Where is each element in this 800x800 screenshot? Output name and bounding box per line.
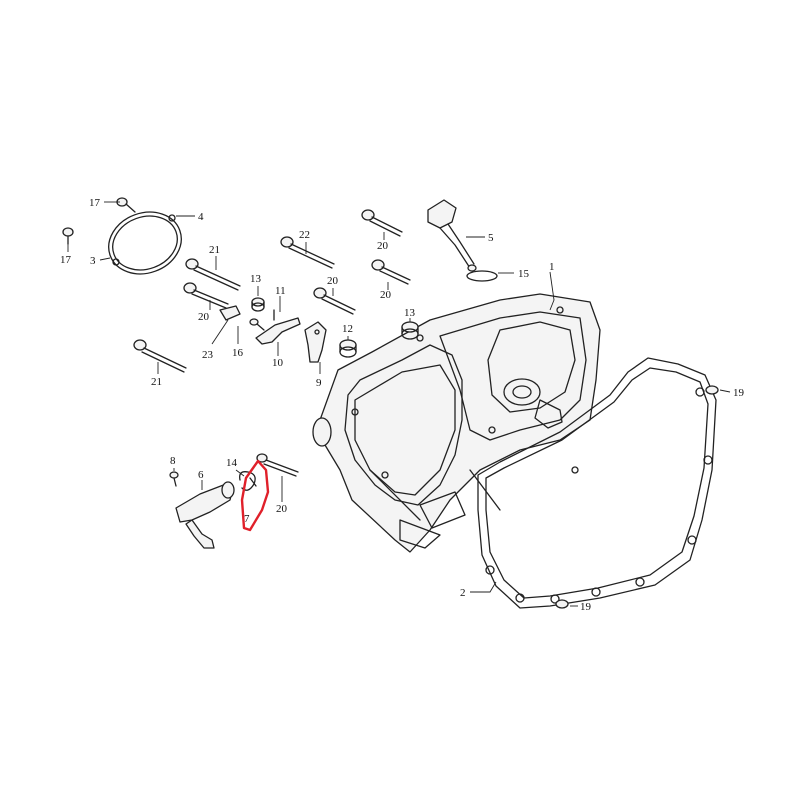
crankcase-cover <box>312 293 601 553</box>
bolt-20-c <box>313 287 356 315</box>
label-5: 5 <box>488 232 494 244</box>
label-3: 3 <box>90 255 96 267</box>
label-9: 9 <box>316 377 322 389</box>
screw-17-lower <box>62 227 74 245</box>
label-13-small: 13 <box>250 273 262 285</box>
bolt-20-d <box>183 282 229 309</box>
label-2: 2 <box>460 587 466 599</box>
label-23: 23 <box>202 349 214 361</box>
label-21-lower: 21 <box>151 376 162 388</box>
bolt-21-upper <box>185 258 241 291</box>
shift-arm-6 <box>175 481 235 549</box>
label-12: 12 <box>342 323 353 335</box>
dowel-19-bottom <box>555 599 569 609</box>
callout-labels: 17 4 3 17 21 22 20 5 15 1 20 20 13 11 13… <box>60 197 745 613</box>
bolt-20-e <box>256 453 299 477</box>
spring-14 <box>239 471 257 491</box>
pin-16 <box>249 318 265 331</box>
dowel-19-right <box>705 385 719 395</box>
label-20-c: 20 <box>327 275 339 287</box>
highlight-outline <box>240 459 270 532</box>
lever-10 <box>255 309 301 345</box>
o-ring <box>466 270 498 282</box>
bushing-13-small <box>251 297 265 312</box>
label-17-lower: 17 <box>60 254 72 266</box>
label-16: 16 <box>232 347 244 359</box>
leader-lines <box>67 201 731 607</box>
label-1: 1 <box>549 261 555 273</box>
label-14: 14 <box>226 457 238 469</box>
bolt-21-lower <box>133 339 187 373</box>
label-20-e: 20 <box>276 503 288 515</box>
bolt-22 <box>280 236 335 269</box>
label-4: 4 <box>198 211 204 223</box>
label-20-d: 20 <box>198 311 210 323</box>
label-13-large: 13 <box>404 307 416 319</box>
label-20-a: 20 <box>377 240 389 252</box>
bracket-9 <box>304 321 327 363</box>
cover-gasket <box>477 357 717 609</box>
label-20-b: 20 <box>380 289 392 301</box>
bolt-20-a <box>361 209 403 237</box>
label-8: 8 <box>170 455 176 467</box>
screw-17-upper <box>116 197 136 213</box>
oil-filler-cap <box>427 199 477 272</box>
label-19-right: 19 <box>733 387 745 399</box>
label-19-bottom: 19 <box>580 601 592 613</box>
label-6: 6 <box>198 469 204 481</box>
label-21-upper: 21 <box>209 244 220 256</box>
label-10: 10 <box>272 357 284 369</box>
bolt-23 <box>219 305 241 321</box>
bushing-12 <box>339 339 357 358</box>
bolt-20-b <box>371 259 411 285</box>
label-17-upper: 17 <box>89 197 101 209</box>
label-22: 22 <box>299 229 310 241</box>
label-7: 7 <box>244 513 250 525</box>
label-11: 11 <box>275 285 286 297</box>
label-15: 15 <box>518 268 530 280</box>
ring-gasket <box>108 211 182 275</box>
pin-8 <box>169 471 179 487</box>
